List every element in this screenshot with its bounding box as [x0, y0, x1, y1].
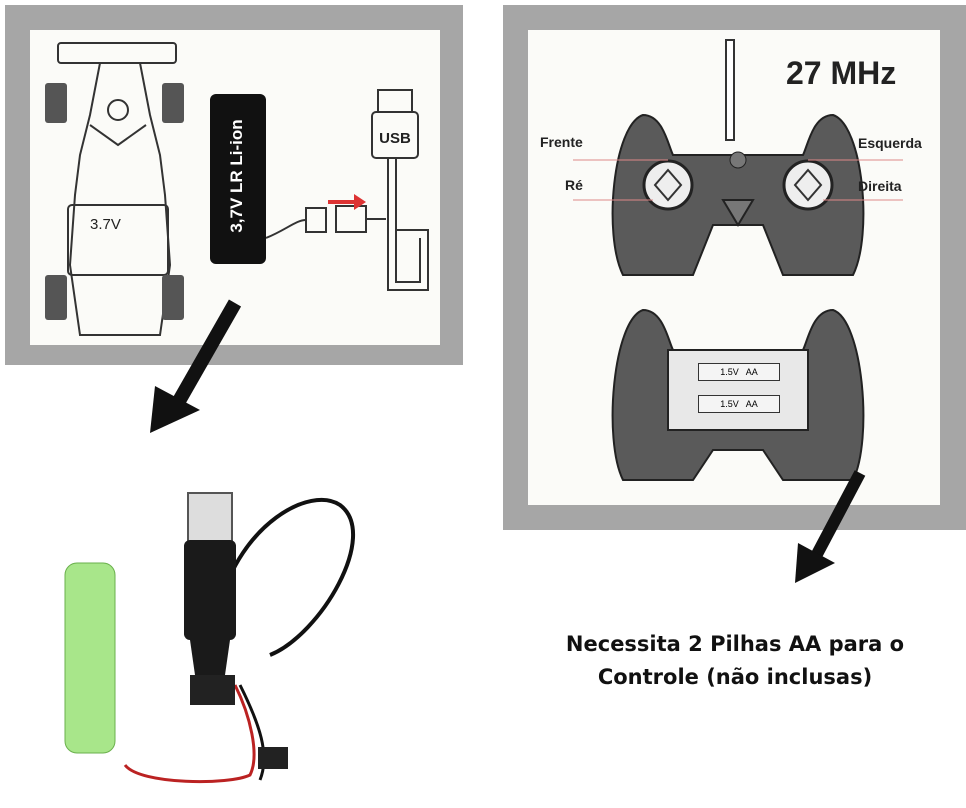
arrow-down-left-icon: [150, 299, 242, 433]
arrow-down-left-icon: [795, 470, 866, 583]
battery-slot-2: 1.5V AA: [698, 395, 780, 413]
car-battery-label: 3.7V: [90, 216, 121, 233]
car-outline-icon: [45, 42, 184, 336]
remote-diagram-panel: 27 MHz Frente Ré Esquerda Direita 1.5V A…: [528, 30, 940, 505]
label-reverse: Ré: [565, 177, 583, 193]
label-left: Esquerda: [858, 135, 922, 151]
car-diagram-panel: 3.7V 3,7V LR Li-ion USB: [30, 30, 440, 345]
frequency-label: 27 MHz: [786, 55, 897, 91]
usb-connection-icon: USB: [266, 89, 429, 291]
caption-line-2: Controle (não inclusas): [597, 665, 873, 689]
batteries-required-caption: Necessita 2 Pilhas AA para o Controle (n…: [530, 628, 940, 694]
battery-slot-1: 1.5V AA: [698, 363, 780, 381]
battery-pack: 3,7V LR Li-ion: [210, 94, 266, 264]
remote-front-icon: [573, 39, 903, 276]
battery-pack-label: 3,7V LR Li-ion: [227, 119, 246, 233]
label-forward: Frente: [540, 134, 583, 150]
battery-usb-cable-photo: [64, 492, 355, 784]
label-right: Direita: [858, 178, 902, 194]
usb-label: USB: [379, 130, 411, 147]
caption-line-1: Necessita 2 Pilhas AA para o: [565, 632, 905, 656]
